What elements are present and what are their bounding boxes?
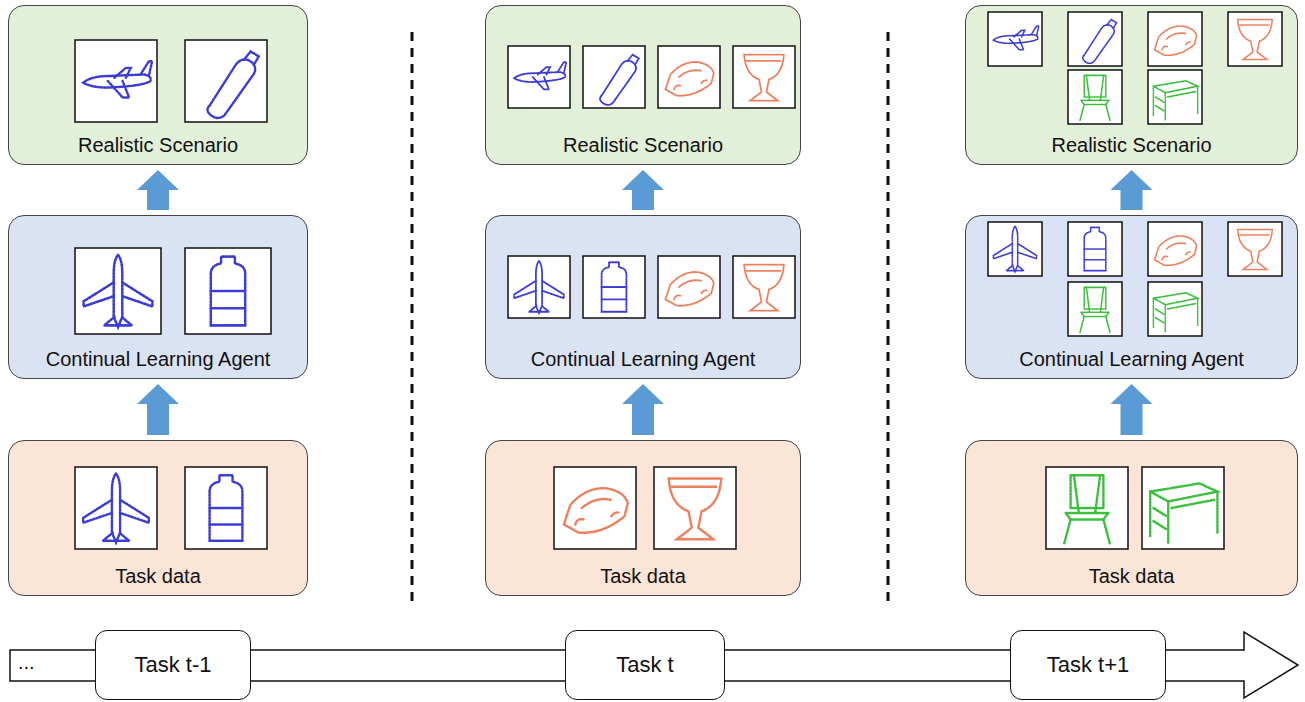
point-cloud-thumbnail	[583, 46, 645, 108]
stage-box: Task data	[485, 440, 801, 596]
point-cloud-thumbnail	[1068, 222, 1122, 276]
stage-box: Realistic Scenario	[485, 5, 801, 165]
point-cloud-thumbnail	[658, 46, 720, 108]
point-cloud-thumbnail	[1148, 70, 1202, 124]
task-label: Task t+1	[1047, 652, 1130, 678]
point-cloud-thumbnail	[1046, 467, 1128, 549]
stage-box: Task data	[965, 440, 1298, 596]
point-cloud-thumbnail	[508, 256, 570, 318]
stage-label: Task data	[115, 564, 201, 588]
point-cloud-thumbnail	[988, 222, 1042, 276]
point-cloud-thumbnail	[658, 256, 720, 318]
point-cloud-thumbnail	[1068, 282, 1122, 336]
point-cloud-thumbnail	[1228, 222, 1282, 276]
stage-box: Realistic Scenario	[8, 5, 308, 165]
stage-label: Continual Learning Agent	[46, 347, 271, 371]
stage-box: Continual Learning Agent	[485, 215, 801, 379]
point-cloud-thumbnail	[654, 467, 736, 549]
point-cloud-thumbnail	[185, 467, 267, 549]
point-cloud-thumbnail	[1068, 12, 1122, 66]
flow-arrow	[137, 384, 179, 435]
point-cloud-thumbnail	[1148, 12, 1202, 66]
stage-label: Realistic Scenario	[1051, 133, 1211, 157]
stage-label: Realistic Scenario	[563, 133, 723, 157]
point-cloud-thumbnail	[185, 40, 267, 122]
point-cloud-thumbnail	[1228, 12, 1282, 66]
flow-arrow	[622, 170, 664, 210]
point-cloud-thumbnail	[583, 256, 645, 318]
point-cloud-thumbnail	[1148, 282, 1202, 336]
task-box: Task t+1	[1010, 630, 1166, 700]
point-cloud-thumbnail	[508, 46, 570, 108]
point-cloud-thumbnail	[988, 12, 1042, 66]
point-cloud-thumbnail	[1068, 70, 1122, 124]
separator-line	[887, 32, 890, 602]
task-box: Task t	[565, 630, 725, 700]
stage-label: Realistic Scenario	[78, 133, 238, 157]
point-cloud-thumbnail	[75, 467, 157, 549]
point-cloud-thumbnail	[1148, 222, 1202, 276]
stage-label: Continual Learning Agent	[1019, 347, 1244, 371]
stage-label: Task data	[600, 564, 686, 588]
flow-arrow	[137, 170, 179, 210]
flow-arrow	[1111, 384, 1153, 435]
point-cloud-thumbnail	[554, 467, 636, 549]
task-label: Task t-1	[134, 652, 211, 678]
timeline-ellipsis: ...	[18, 652, 35, 672]
stage-label: Task data	[1089, 564, 1175, 588]
point-cloud-thumbnail	[733, 46, 795, 108]
separator-line	[411, 32, 414, 602]
stage-label: Continual Learning Agent	[531, 347, 756, 371]
stage-box: Task data	[8, 440, 308, 596]
stage-box: Continual Learning Agent	[965, 215, 1298, 379]
point-cloud-thumbnail	[1142, 467, 1224, 549]
point-cloud-thumbnail	[733, 256, 795, 318]
point-cloud-thumbnail	[75, 248, 161, 334]
point-cloud-thumbnail	[75, 40, 157, 122]
task-label: Task t	[616, 652, 673, 678]
point-cloud-thumbnail	[185, 248, 271, 334]
task-box: Task t-1	[95, 630, 251, 700]
stage-box: Realistic Scenario	[965, 5, 1298, 165]
stage-box: Continual Learning Agent	[8, 215, 308, 379]
flow-arrow	[622, 384, 664, 435]
flow-arrow	[1111, 170, 1153, 210]
